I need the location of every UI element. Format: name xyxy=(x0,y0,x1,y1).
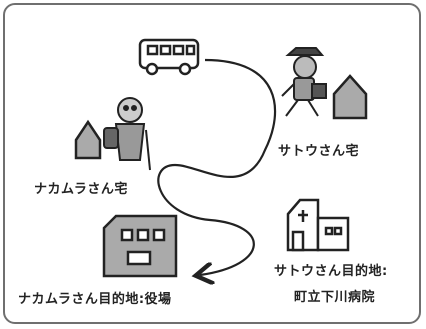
house-icon xyxy=(74,119,102,160)
sato-home-label: サトウさん宅 xyxy=(278,144,360,159)
sato-destination-label: サトウさん目的地: xyxy=(274,264,388,279)
nakamura-destination-label: ナカムラさん目的地:役場 xyxy=(18,292,172,307)
sato-destination-name: 町立下川病院 xyxy=(294,290,376,305)
elderly-woman-icon xyxy=(103,97,151,171)
house-icon xyxy=(332,74,368,120)
route-line xyxy=(157,58,277,275)
bus-icon xyxy=(138,38,200,76)
nakamura-home-label: ナカムラさん宅 xyxy=(34,182,128,197)
walking-man-icon xyxy=(281,47,327,117)
town-office-icon xyxy=(102,214,178,278)
hospital-icon xyxy=(286,198,350,252)
